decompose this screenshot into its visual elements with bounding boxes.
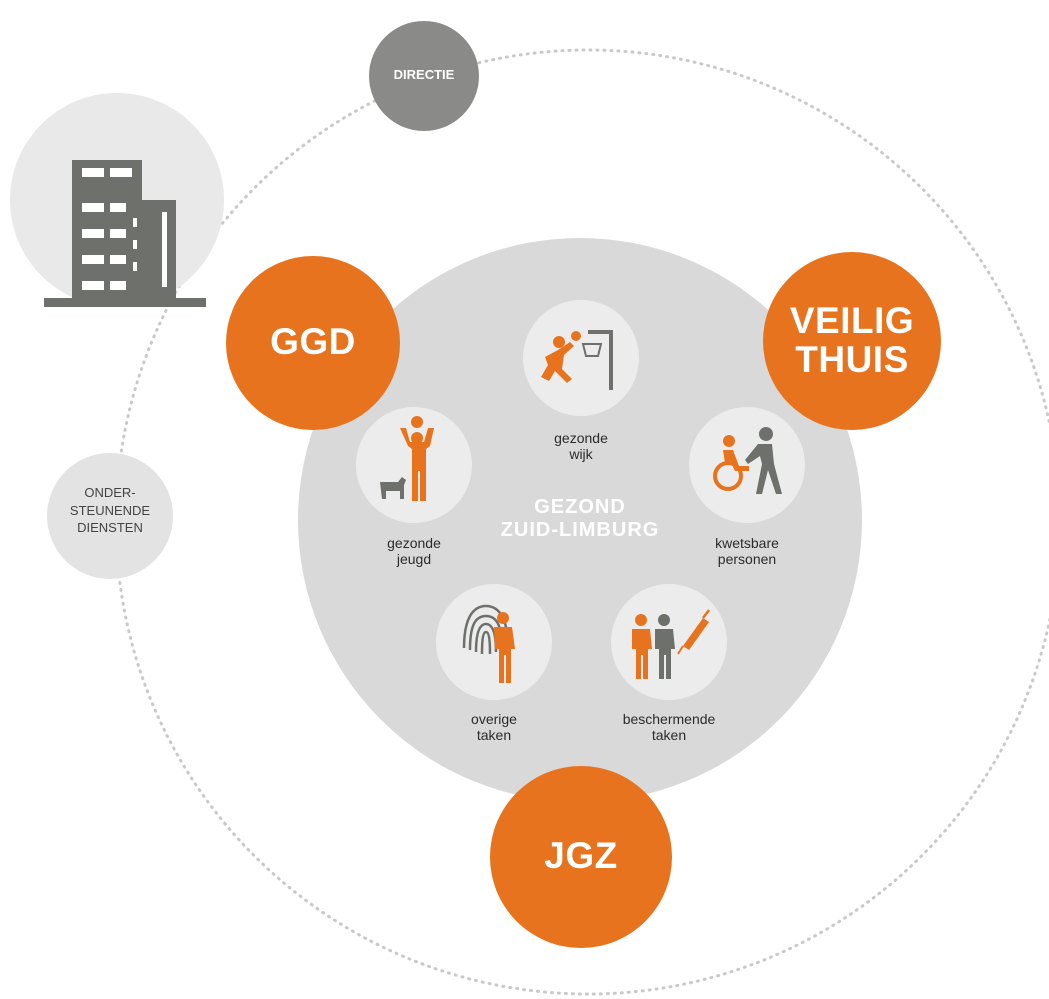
center-title: GEZOND ZUID-LIMBURG bbox=[500, 496, 660, 541]
ondersteunende-diensten-label: ONDER- STEUNENDE DIENSTEN bbox=[69, 485, 151, 536]
theme-beschermende-taken bbox=[611, 584, 727, 700]
theme-gezonde-jeugd bbox=[356, 407, 472, 523]
theme-kwetsbare-personen bbox=[689, 407, 805, 523]
theme-overige-taken bbox=[436, 584, 552, 700]
ggd-label: GGD bbox=[270, 321, 356, 362]
directie-label: DIRECTIE bbox=[393, 67, 455, 82]
directie-node bbox=[369, 21, 479, 131]
people-syringe-icon bbox=[632, 609, 710, 679]
theme-gezonde-wijk bbox=[523, 300, 639, 416]
theme-label-kwetsbare-personen: kwetsbare personen bbox=[715, 535, 779, 568]
ggd-node bbox=[226, 256, 400, 430]
office-building-icon bbox=[44, 160, 206, 307]
basketball-player-icon bbox=[541, 330, 613, 390]
veilig-thuis-node bbox=[763, 252, 941, 430]
theme-label-overige-taken: overige taken bbox=[471, 711, 517, 744]
theme-label-gezonde-wijk: gezonde wijk bbox=[554, 430, 608, 463]
jgz-node bbox=[490, 766, 672, 948]
theme-label-beschermende-taken: beschermende taken bbox=[622, 711, 716, 744]
theme-label-gezonde-jeugd: gezonde jeugd bbox=[387, 535, 441, 568]
wheelchair-caregiver-icon bbox=[713, 427, 782, 494]
parent-child-dog-icon bbox=[380, 416, 434, 501]
fingerprint-person-icon bbox=[462, 604, 515, 683]
veilig-thuis-label: VEILIG THUIS bbox=[789, 300, 915, 380]
ondersteunende-node bbox=[47, 453, 173, 579]
jgz-label: JGZ bbox=[544, 835, 618, 876]
building-node bbox=[10, 93, 224, 307]
